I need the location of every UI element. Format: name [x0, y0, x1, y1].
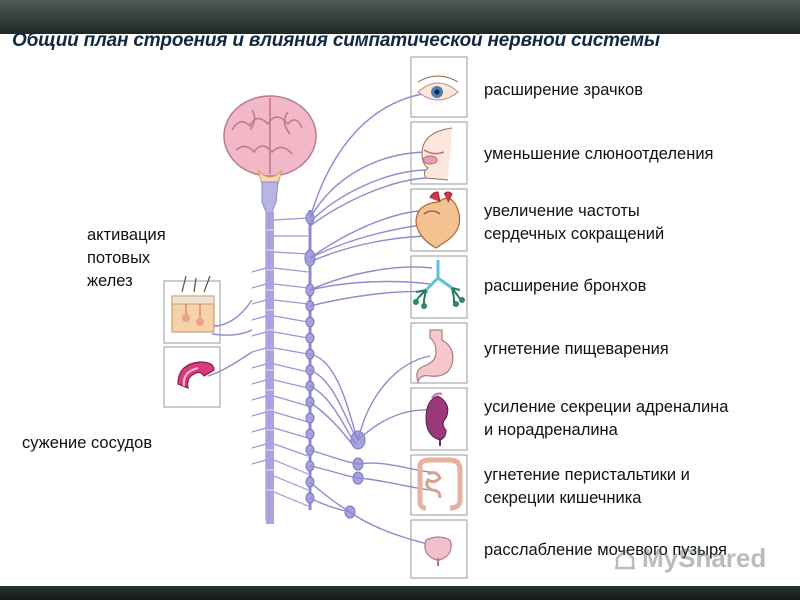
effect-adrenaline-label-line1: усиление секреции адреналина: [484, 398, 729, 416]
effect-sweat-activation: активация потовых желез: [87, 224, 166, 293]
effect-digestion-inhibition: угнетение пищеварения: [484, 338, 669, 361]
sweat-gland-icon: [171, 275, 215, 333]
watermark-logo-icon: [615, 549, 635, 570]
effect-adrenaline-secretion: усиление секреции адреналина и норадрена…: [484, 396, 728, 442]
eye-icon: [417, 75, 459, 101]
effect-pupil-label: расширение зрачков: [484, 81, 643, 99]
brain-icon: [223, 95, 317, 185]
effect-peristalsis-inhibition: угнетение перистальтики и секреции кишеч…: [484, 464, 690, 510]
effect-heart-rate: увеличение частоты сердечных сокращений: [484, 200, 664, 246]
effect-vasoconstriction: сужение сосудов: [22, 432, 152, 455]
sweat-label-line3: желез: [87, 272, 133, 290]
effect-saliva-reduction: уменьшение слюноотделения: [484, 143, 714, 166]
blood-vessel-icon: [177, 361, 215, 389]
effect-pupil-dilation: расширение зрачков: [484, 79, 643, 102]
spinal-cord: [251, 181, 366, 524]
heart-icon: [415, 191, 461, 249]
skin-nerves: [207, 299, 253, 377]
salivary-gland-icon: [421, 127, 453, 181]
bottom-bar: [0, 586, 800, 600]
effect-digestion-label: угнетение пищеварения: [484, 340, 669, 358]
effect-bladder-label: расслабление мочевого пузыря: [484, 541, 727, 559]
stomach-icon: [416, 329, 454, 385]
sweat-label-line2: потовых: [87, 249, 151, 267]
effect-bronchi-dilation: расширение бронхов: [484, 275, 646, 298]
bronchi-icon: [413, 260, 465, 309]
sweat-label-line1: активация: [87, 226, 166, 244]
effect-bronchi-label: расширение бронхов: [484, 277, 647, 295]
effect-peristalsis-label-line2: секреции кишечника: [484, 489, 642, 507]
effect-peristalsis-label-line1: угнетение перистальтики и: [484, 466, 690, 484]
watermark: MyShared: [642, 543, 767, 573]
effect-adrenaline-label-line2: и норадреналина: [484, 421, 618, 439]
intestine-icon: [417, 457, 463, 511]
page-title: Общий план строения и влияния симпатичес…: [12, 30, 660, 51]
top-bar: [0, 0, 800, 34]
effect-heart-label-line1: увеличение частоты: [484, 202, 640, 220]
vessels-label: сужение сосудов: [22, 434, 153, 452]
effect-bladder-relaxation: расслабление мочевого пузыря: [484, 539, 727, 562]
effect-heart-label-line2: сердечных сокращений: [484, 225, 665, 243]
bladder-icon: [424, 536, 452, 566]
adrenal-icon: [425, 392, 449, 446]
sympathetic-nerves: [309, 91, 437, 547]
effect-saliva-label: уменьшение слюноотделения: [484, 145, 714, 163]
